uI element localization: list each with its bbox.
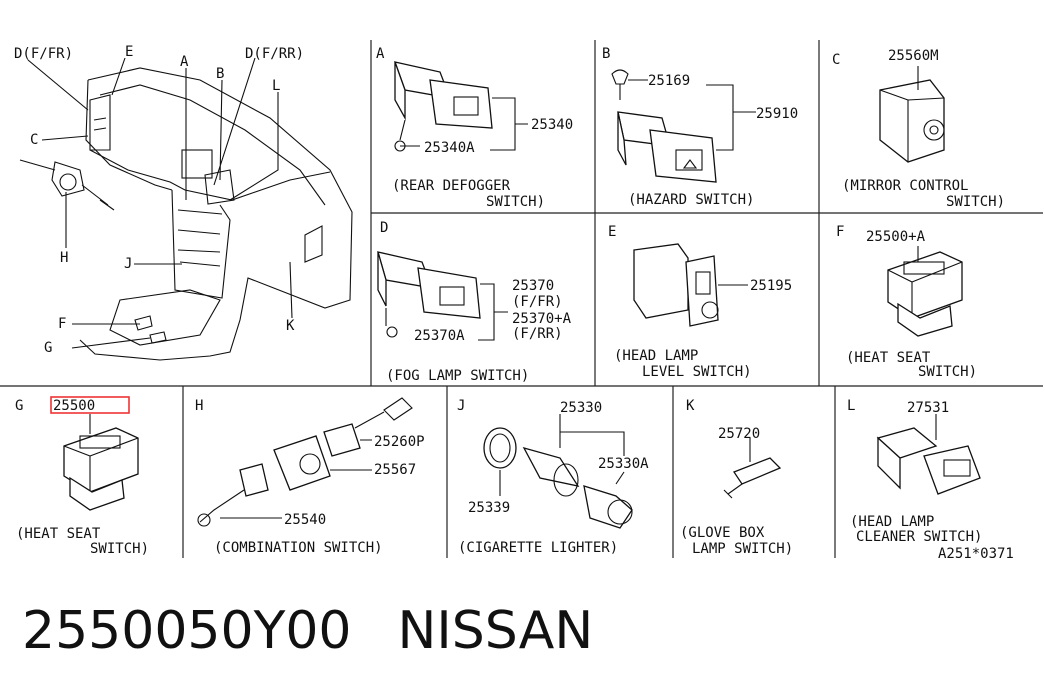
part-25567: 25567 [374,462,416,478]
panel-d-caption-1: (FOG LAMP SWITCH) [386,368,529,384]
callout-l: L [272,78,280,94]
panel-e-caption-1: (HEAD LAMP [614,348,698,364]
panel-k-letter: K [686,398,695,414]
brand-name: NISSAN [397,601,594,661]
panel-k-caption-1: (GLOVE BOX [680,525,765,541]
panel-a-letter: A [376,46,385,62]
panel-j-caption-1: (CIGARETTE LIGHTER) [458,540,618,556]
panel-d-drawing [377,251,508,341]
panel-b-drawing [611,69,756,183]
overview-panel [19,57,353,361]
callout-d-rr: D(F/RR) [245,46,304,62]
part-25560m: 25560M [888,48,939,64]
callout-e: E [125,44,133,60]
panel-c-caption-1: (MIRROR CONTROL [842,178,968,194]
panel-j-drawing [483,414,633,529]
callout-b: B [216,66,224,82]
panel-h-drawing [197,397,413,527]
part-25330a: 25330A [598,456,649,472]
part-25339: 25339 [468,500,510,516]
part-25500: 25500 [53,398,95,414]
callout-h: H [60,250,68,266]
part-25720: 25720 [718,426,760,442]
panel-f-letter: F [836,224,844,240]
panel-c-drawing [879,66,945,163]
panel-l-caption-2: CLEANER SWITCH) [856,529,982,545]
panel-f-caption-1: (HEAT SEAT [846,350,931,366]
panel-g-caption-2: SWITCH) [90,541,149,557]
part-25370a: 25370A [414,328,465,344]
callout-g: G [44,340,52,356]
part-25195: 25195 [750,278,792,294]
part-25340: 25340 [531,117,573,133]
panel-grid [0,40,1043,558]
panel-a-caption-2: SWITCH) [486,194,545,210]
panel-e-caption-2: LEVEL SWITCH) [642,364,752,380]
callout-c: C [30,132,38,148]
drawing-code: A251*0371 [938,546,1014,562]
panel-h-letter: H [195,398,203,414]
panel-a-caption-1: (REAR DEFOGGER [392,178,511,194]
panel-a-drawing [393,61,528,152]
panel-g-caption-1: (HEAT SEAT [16,526,101,542]
panel-f-drawing [887,246,963,337]
part-number: 2550050Y00 [22,601,352,661]
part-25370-f-rr: (F/RR) [512,326,563,342]
part-25500-plus-a: 25500+A [866,229,926,245]
panel-d-letter: D [380,220,388,236]
part-25370-plus-a: 25370+A [512,311,572,327]
panel-f-caption-2: SWITCH) [918,364,977,380]
panel-g-drawing [50,396,139,511]
part-25169: 25169 [648,73,690,89]
panel-k-drawing [723,438,782,499]
panel-h-caption-1: (COMBINATION SWITCH) [214,540,383,556]
callout-j: J [124,256,132,272]
panel-l-drawing [876,414,981,495]
highlight-box [50,396,130,414]
panel-b-caption-1: (HAZARD SWITCH) [628,192,754,208]
callout-a: A [180,54,189,70]
panel-j-letter: J [457,398,465,414]
callout-k: K [286,318,295,334]
part-25540: 25540 [284,512,326,528]
part-25370: 25370 [512,278,554,294]
panel-k-caption-2: LAMP SWITCH) [692,541,793,557]
panel-e-drawing [633,243,748,327]
part-25330: 25330 [560,400,602,416]
part-25910: 25910 [756,106,798,122]
panel-c-caption-2: SWITCH) [946,194,1005,210]
panel-l-letter: L [847,398,855,414]
callout-d-fr: D(F/FR) [14,46,73,62]
part-25340a: 25340A [424,140,475,156]
panel-g-letter: G [15,398,23,414]
panel-c-letter: C [832,52,840,68]
footer: 2550050Y00 NISSAN [22,596,593,666]
part-25260p: 25260P [374,434,425,450]
part-27531: 27531 [907,400,949,416]
panel-l-caption-1: (HEAD LAMP [850,514,934,530]
callout-f: F [58,316,66,332]
part-25370-f-fr: (F/FR) [512,294,563,310]
panel-b-letter: B [602,46,610,62]
panel-e-letter: E [608,224,616,240]
